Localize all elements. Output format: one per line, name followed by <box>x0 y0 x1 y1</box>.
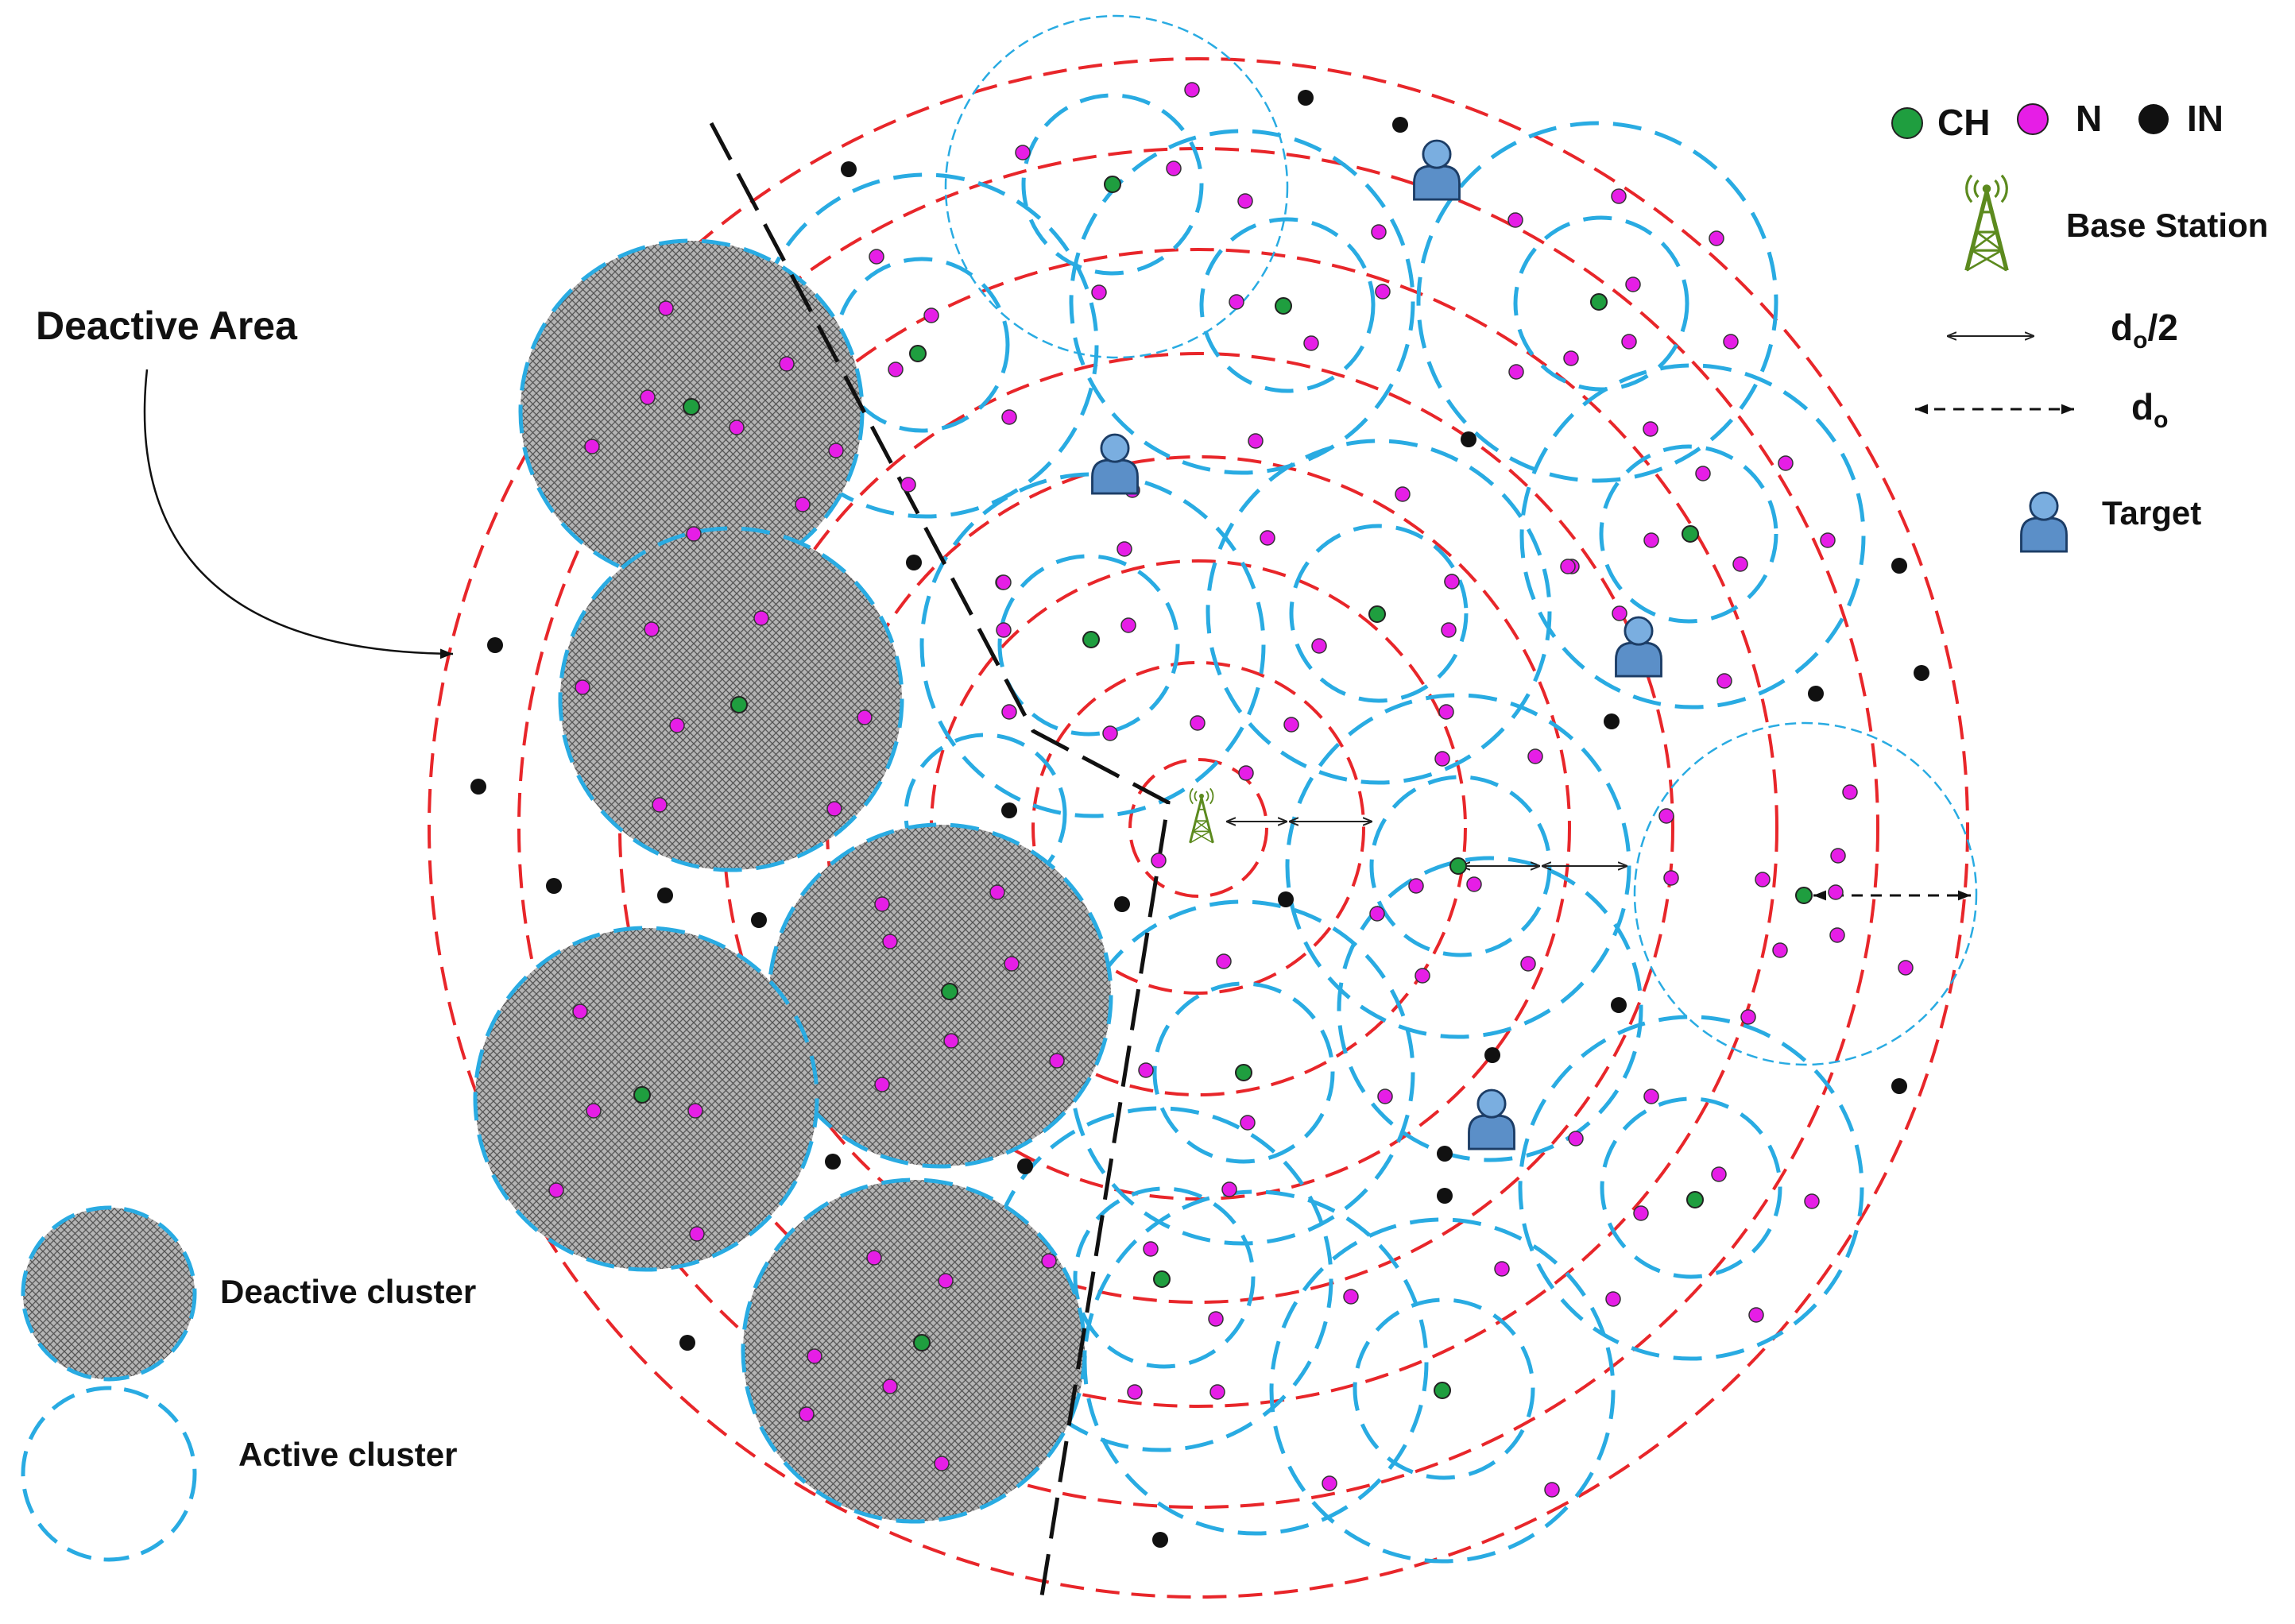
deactive-clusters <box>473 238 1113 1524</box>
target-icon <box>1091 433 1139 495</box>
normal-nodes <box>548 82 1914 1498</box>
target-icon <box>1615 616 1662 678</box>
legend-target-label: Target <box>2102 494 2201 532</box>
legend-node-types: CH N IN <box>1891 98 2223 143</box>
outer-range-circles <box>944 14 1978 1066</box>
active-clusters <box>753 93 1866 1564</box>
deactive-boundary-line <box>709 122 1171 1602</box>
deactive-area-pointer <box>143 369 454 659</box>
legend-active-cluster-swatch <box>21 1386 197 1562</box>
cluster-head-nodes <box>633 176 1813 1399</box>
legend-base-station-icon <box>1967 176 2007 271</box>
legend-base-station-label: Base Station <box>2066 207 2268 244</box>
target-icon <box>1468 1088 1515 1150</box>
base-station-tower-icon <box>1189 787 1214 845</box>
legend-n-label: N <box>2076 98 2102 139</box>
legend-deactive-cluster-label: Deactive cluster <box>220 1273 476 1310</box>
deactive-area-label: Deactive Area <box>36 304 298 348</box>
target-icon <box>1413 139 1461 201</box>
legend-ch-label: CH <box>1937 102 1990 143</box>
base-station-rings <box>428 57 1969 1599</box>
legend-deactive-cluster-swatch <box>21 1205 197 1382</box>
legend-target-icon <box>2020 491 2068 553</box>
range-arrows <box>1226 822 1971 901</box>
legend-half-range-label: do/2 <box>2111 307 2178 354</box>
legend-range-label: do <box>2131 386 2168 433</box>
isolated-nodes <box>470 90 1929 1548</box>
legend-active-cluster-label: Active cluster <box>238 1436 457 1473</box>
legend-in-label: IN <box>2187 98 2223 139</box>
